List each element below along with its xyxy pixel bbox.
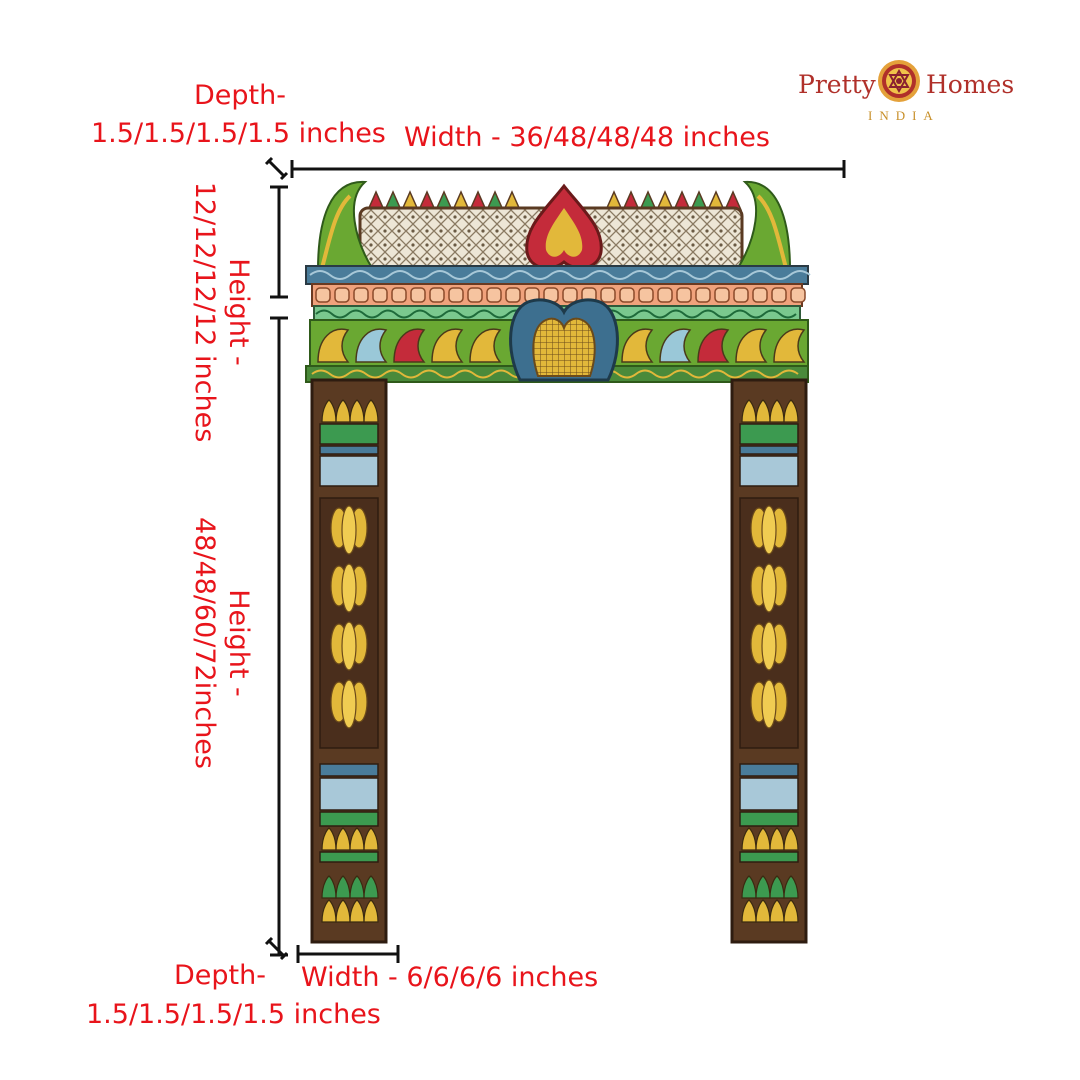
width-top-label: Width - 36/48/48/48 inches <box>404 122 770 153</box>
depth-top-label-line1: Depth- <box>194 80 286 111</box>
arch-pillar-left <box>310 378 388 944</box>
height-top-label: Height - 12/12/12/12 inches <box>187 182 255 443</box>
brand-word-pretty: Pretty <box>798 70 876 99</box>
brand-word-homes: Homes <box>926 70 1015 99</box>
height-main-label-line2: 48/48/60/72inches <box>189 517 220 769</box>
arch-crest <box>316 180 792 272</box>
arch-pillar-right <box>730 378 808 944</box>
brand-logo: Pretty Homes INDIA <box>796 58 1016 128</box>
height-main-label-line1: Height - <box>223 589 254 697</box>
arch-cornice <box>305 265 811 383</box>
brand-subtitle: INDIA <box>868 108 940 123</box>
mandala-emblem-icon <box>878 60 920 102</box>
height-main-label: Height - 48/48/60/72inches <box>187 517 255 769</box>
depth-bottom-label-line2: 1.5/1.5/1.5/1.5 inches <box>86 999 381 1030</box>
depth-bottom-label-line1: Depth- <box>174 960 266 991</box>
height-top-label-line1: Height - <box>223 258 254 366</box>
width-bottom-label: Width - 6/6/6/6 inches <box>301 962 599 993</box>
height-top-label-line2: 12/12/12/12 inches <box>189 181 220 443</box>
depth-top-label-line2: 1.5/1.5/1.5/1.5 inches <box>91 118 386 149</box>
